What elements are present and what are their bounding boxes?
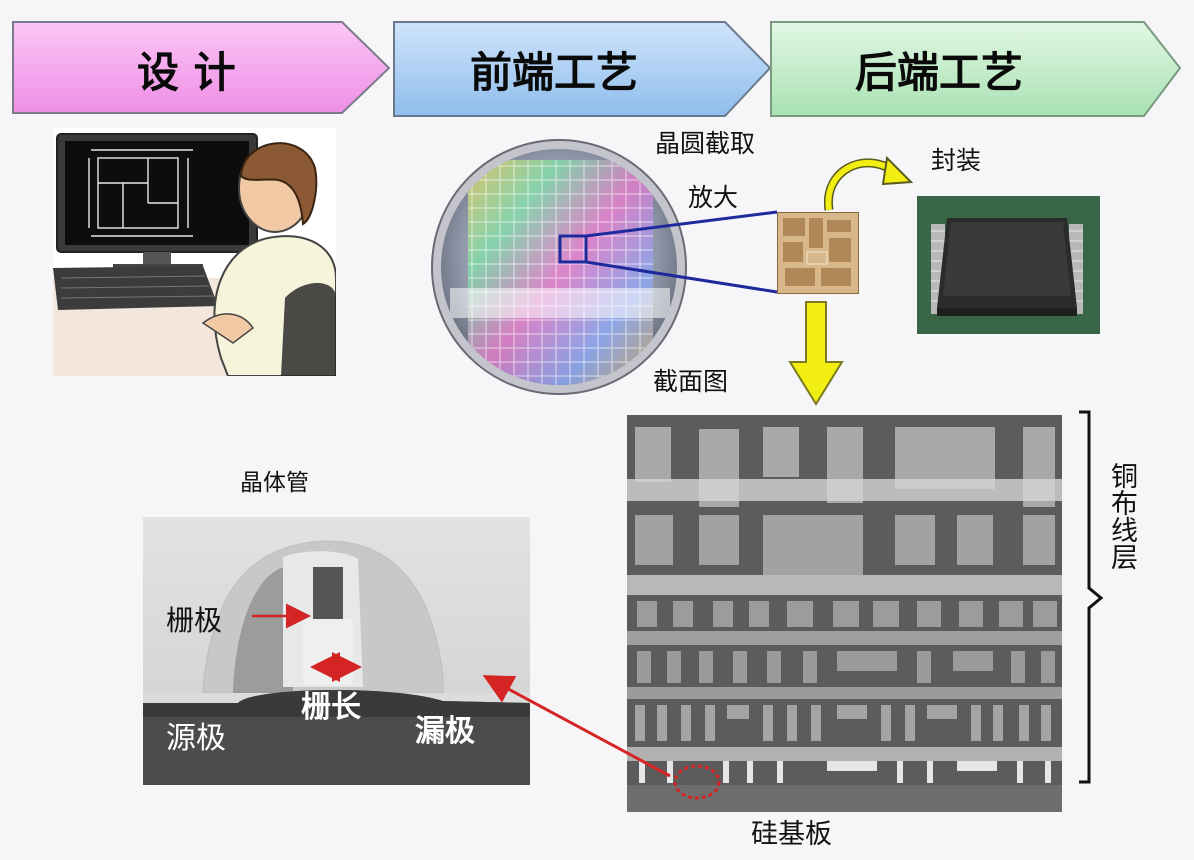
stage-design-label: 设 计: [137, 48, 236, 97]
gate-label: 栅极: [166, 604, 223, 637]
copper-layer-bracket: [1079, 410, 1104, 784]
designer-illustration: [53, 128, 336, 376]
package-arrow: [823, 155, 914, 211]
gate-length-label: 栅长: [301, 690, 361, 725]
chip-die-image: [777, 212, 859, 294]
wafer-cut-label: 晶圆截取: [655, 129, 756, 158]
transistor-image: [143, 517, 530, 785]
package-label: 封装: [931, 146, 982, 175]
stage-design-arrow: [12, 21, 391, 114]
substrate-label: 硅基板: [751, 819, 832, 850]
stage-backend-arrow: [770, 21, 1182, 117]
stage-banner: [12, 21, 1182, 117]
transistor-label: 晶体管: [240, 470, 309, 496]
copper-layer-label: 铜布线层: [1106, 462, 1137, 570]
zoom-label: 放大: [688, 183, 739, 212]
cross-section-image: [627, 415, 1062, 812]
source-label: 源极: [166, 721, 226, 756]
stage-backend-label: 后端工艺: [855, 48, 1024, 97]
package-image: [917, 196, 1100, 334]
stage-frontend-arrow: [393, 21, 772, 117]
cross-section-label: 截面图: [653, 367, 729, 396]
stage-frontend-label: 前端工艺: [470, 48, 639, 97]
cross-section-arrow: [788, 301, 844, 406]
drain-label: 漏极: [415, 714, 475, 749]
wafer-image: [431, 139, 687, 395]
